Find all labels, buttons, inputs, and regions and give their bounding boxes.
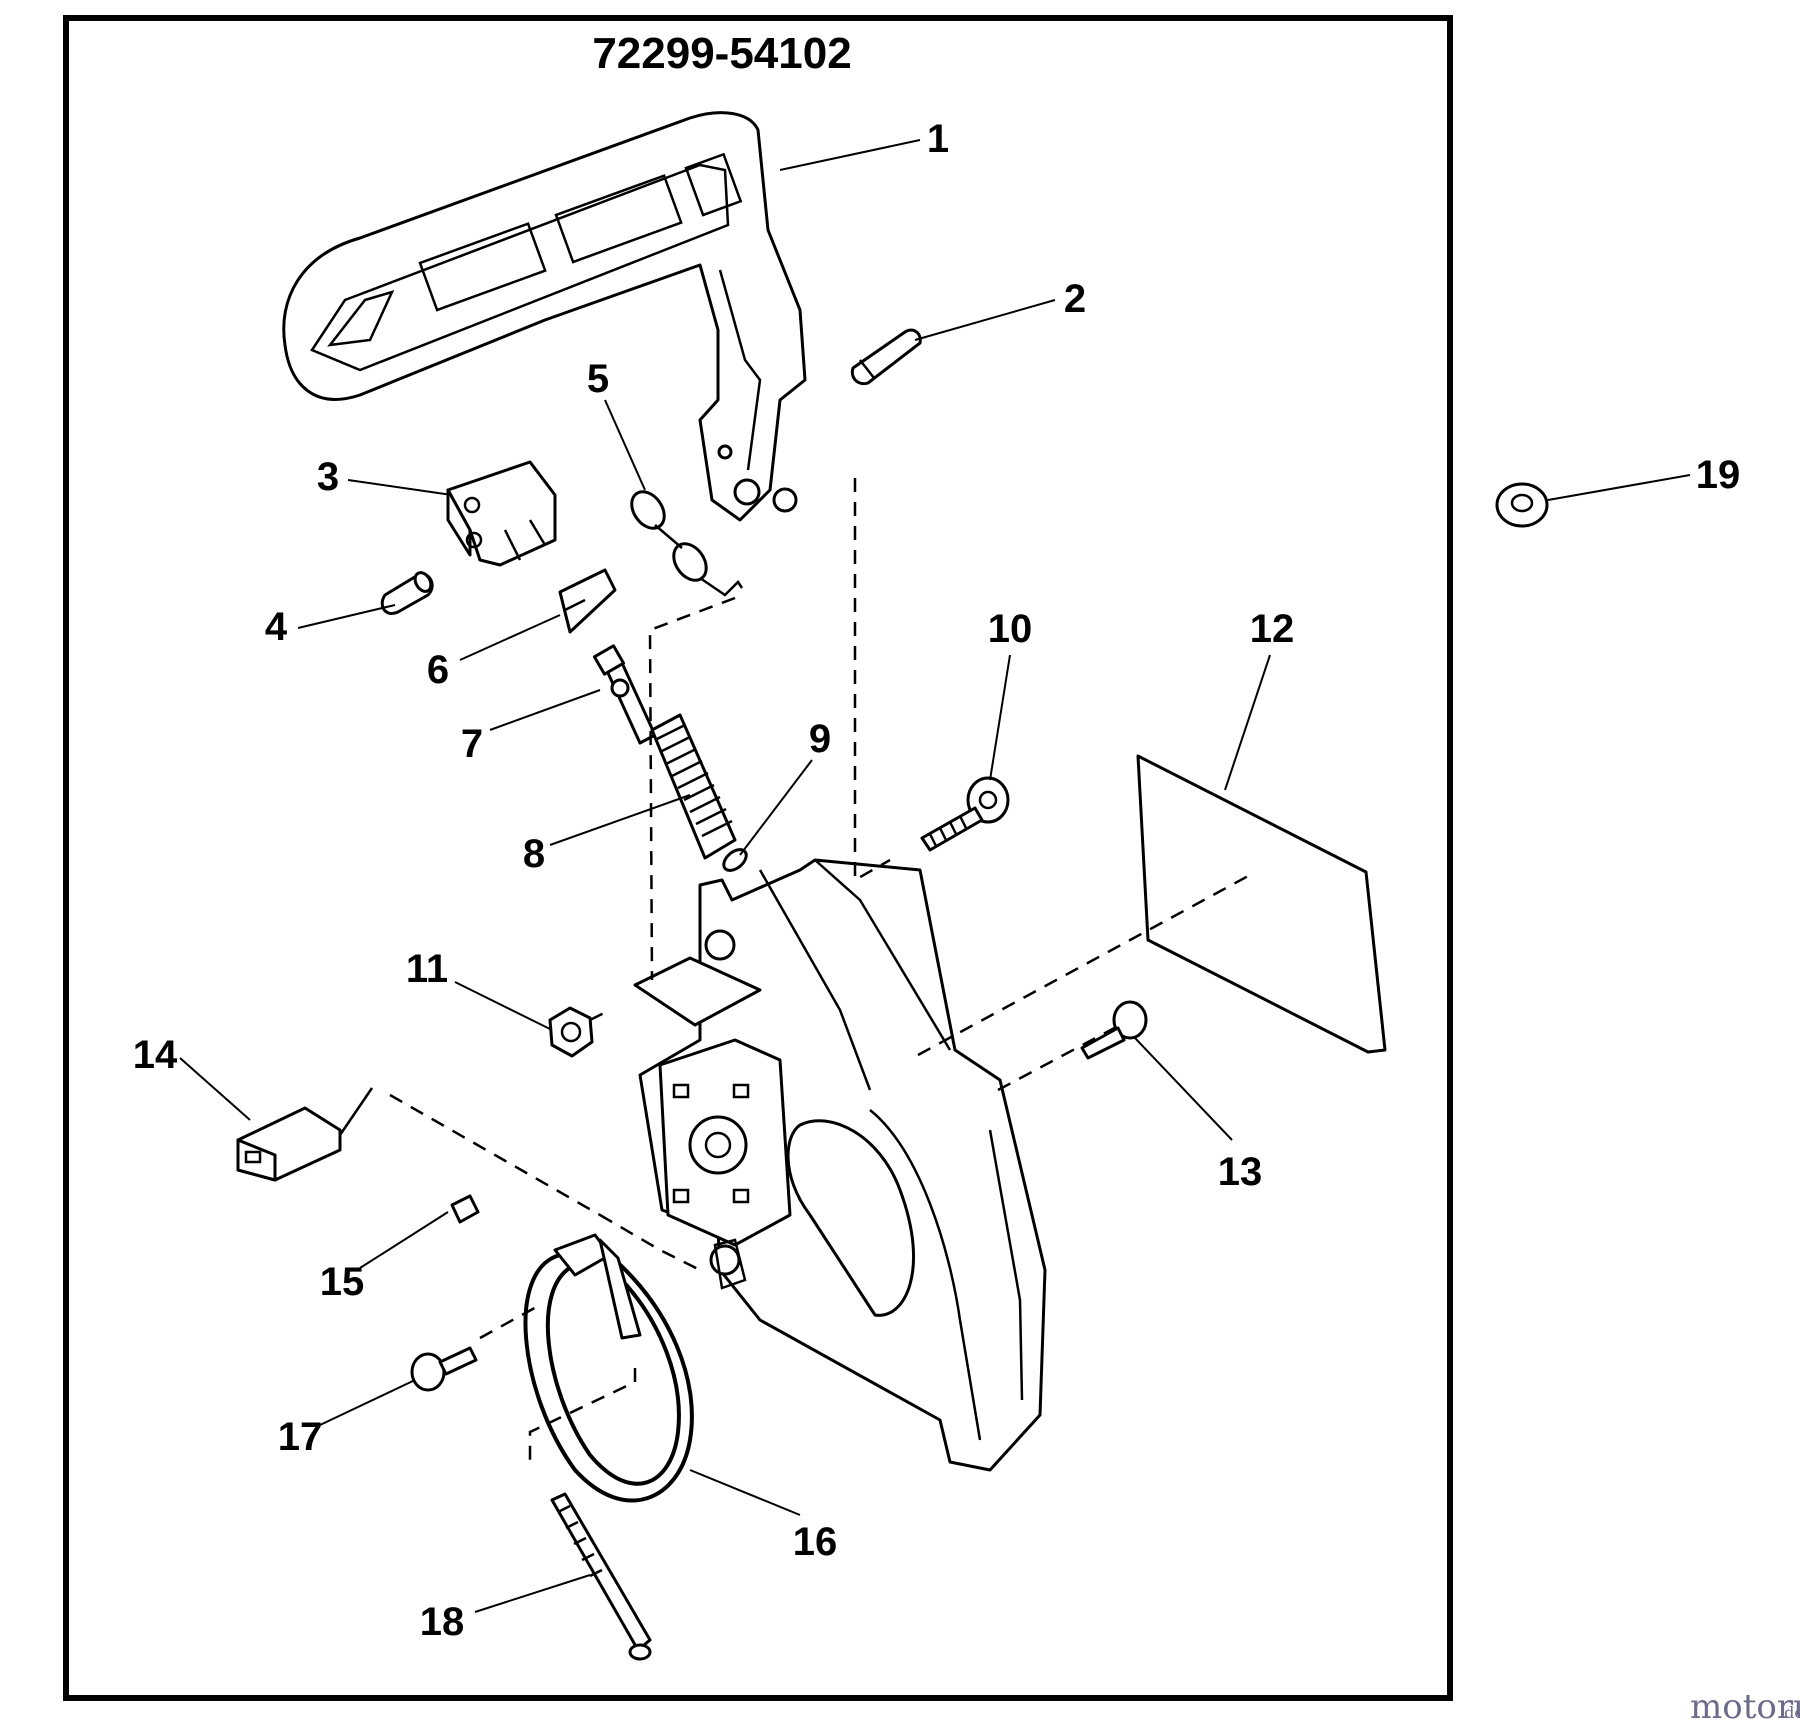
- part-4-sleeve[interactable]: [380, 570, 434, 615]
- callout-5: 5: [587, 357, 609, 401]
- callout-4: 4: [265, 605, 288, 649]
- part-17-screw[interactable]: [410, 1346, 478, 1392]
- callout-8: 8: [523, 832, 545, 876]
- watermark-suffix: .de: [1779, 1703, 1800, 1722]
- watermark-logo: motoruf .de: [1690, 1687, 1800, 1727]
- part-9-ring[interactable]: [720, 846, 750, 875]
- callout-12: 12: [1250, 607, 1295, 651]
- callout-10: 10: [988, 607, 1033, 651]
- part-1-hand-guard[interactable]: [282, 111, 807, 522]
- callout-16: 16: [793, 1520, 838, 1564]
- callout-18: 18: [420, 1600, 465, 1644]
- callout-6: 6: [427, 648, 449, 692]
- callout-14: 14: [133, 1033, 178, 1077]
- part-15-pin[interactable]: [450, 1194, 480, 1224]
- part-18-spring-rod[interactable]: [550, 1492, 652, 1661]
- part-11-nut[interactable]: [548, 1006, 594, 1058]
- part-16-brake-band[interactable]: [523, 1233, 694, 1503]
- callout-3: 3: [317, 455, 339, 499]
- part-3-bracket[interactable]: [446, 460, 557, 567]
- callout-7: 7: [461, 722, 483, 766]
- assembly-guide-lines: [389, 478, 1251, 1460]
- part-13-screw[interactable]: [1080, 1000, 1148, 1060]
- part-12-cover-plate[interactable]: [1136, 754, 1387, 1054]
- part-19-nut[interactable]: [1495, 482, 1549, 528]
- part-14-connector[interactable]: [236, 1087, 374, 1182]
- part-7-rod[interactable]: [592, 644, 657, 745]
- callout-9: 9: [809, 717, 831, 761]
- watermark-brand: motoruf: [1690, 1687, 1800, 1727]
- part-number-title: 72299-54102: [592, 29, 851, 78]
- sprocket-cover-assembly[interactable]: [633, 858, 1047, 1472]
- callout-15: 15: [320, 1260, 365, 1304]
- callout-1: 1: [927, 117, 949, 161]
- diagram-frame: [63, 15, 1453, 1701]
- part-8-coil-spring[interactable]: [650, 713, 737, 860]
- callout-19: 19: [1696, 453, 1741, 497]
- callout-leaders: [179, 139, 1691, 1613]
- part-2-pin[interactable]: [850, 328, 922, 386]
- callout-labels: 1 2 3 4 5 6 7 8 9 10 11 12 13 14 15 16 1…: [133, 117, 1741, 1644]
- callout-13: 13: [1218, 1150, 1263, 1194]
- part-5-spring[interactable]: [625, 486, 744, 597]
- part-6-plate[interactable]: [558, 568, 617, 634]
- callout-17: 17: [278, 1415, 323, 1459]
- callout-2: 2: [1064, 277, 1086, 321]
- callout-11: 11: [406, 947, 448, 991]
- part-10-screw[interactable]: [920, 776, 1010, 852]
